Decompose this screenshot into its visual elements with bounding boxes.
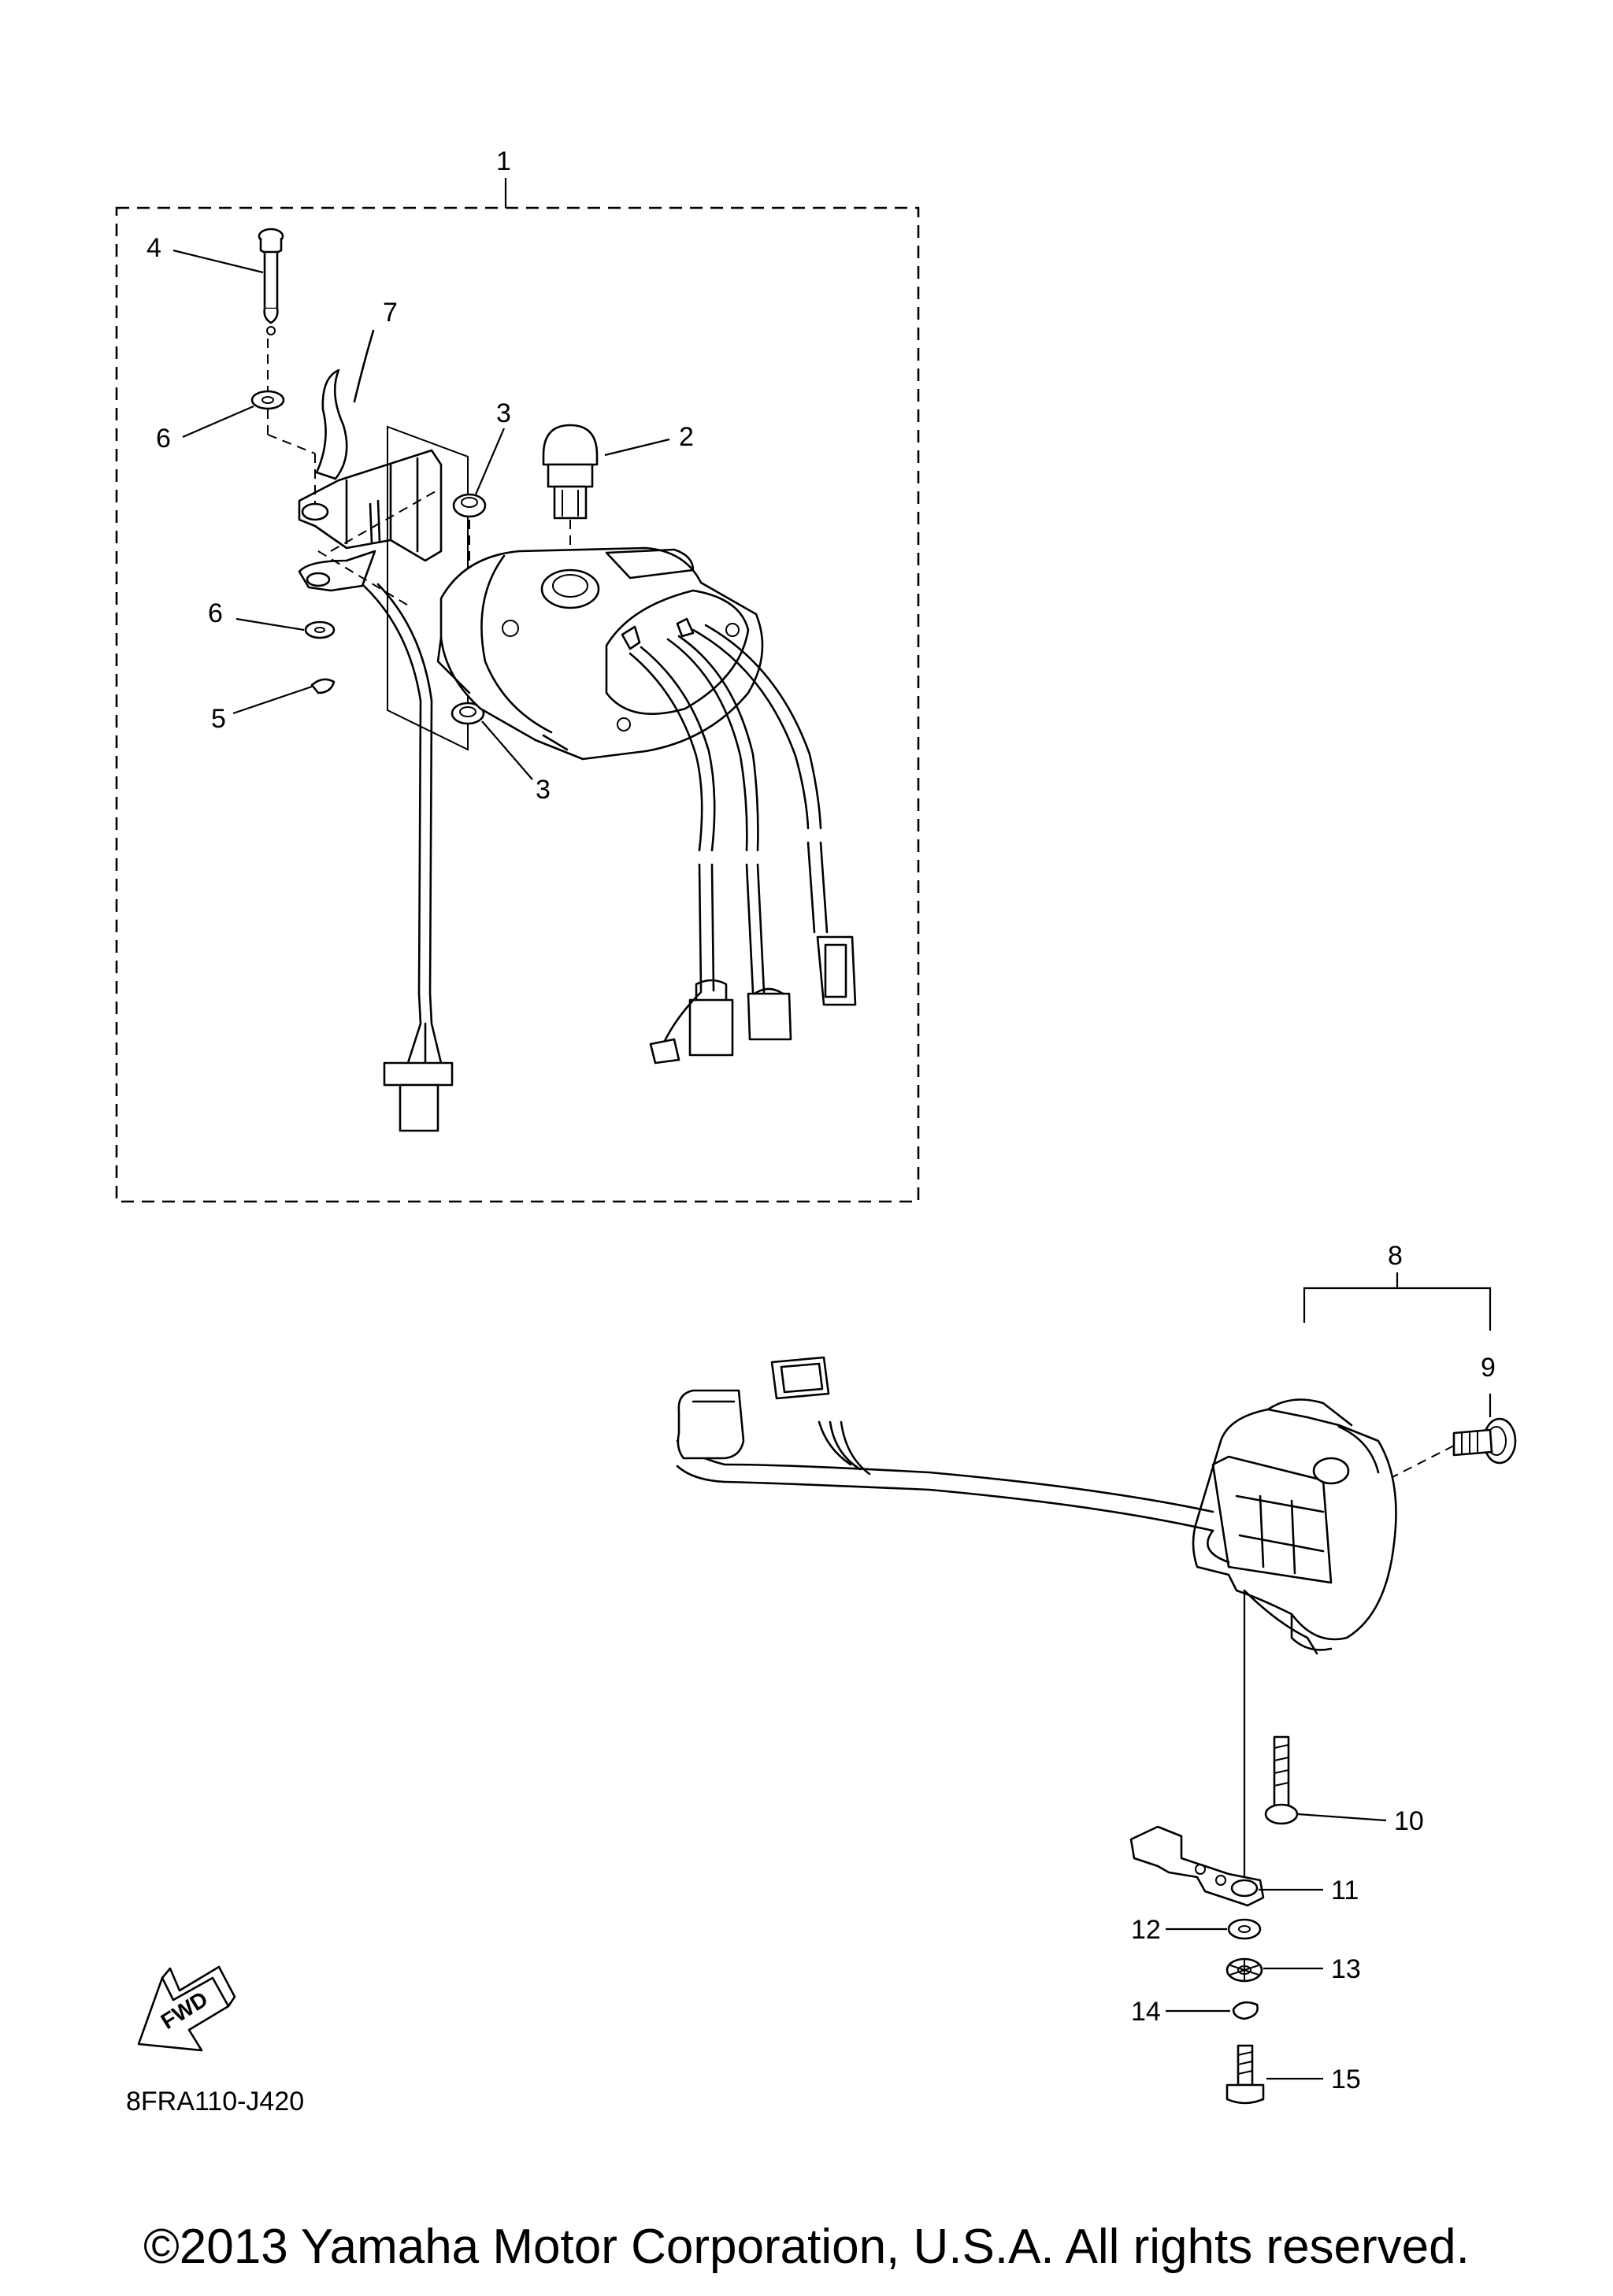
part-13-star-washer: 13 — [1226, 1954, 1361, 1984]
callout-11: 11 — [1331, 1876, 1359, 1905]
part-6-washer-lower: 6 — [208, 598, 336, 639]
callout-9: 9 — [1481, 1353, 1496, 1383]
connectors-upper — [649, 935, 857, 1065]
callout-1: 1 — [496, 146, 511, 176]
part-5-clip: 5 — [211, 678, 336, 734]
callout-3-upper: 3 — [496, 398, 511, 428]
bracket-plate — [298, 425, 469, 995]
switch-housing-lower — [1192, 1398, 1397, 1655]
callout-6-upper: 6 — [156, 424, 171, 454]
part-3-grommet-lower: 3 — [451, 702, 551, 805]
part-12-washer: 12 — [1131, 1915, 1262, 1945]
fwd-arrow-icon: FWD — [137, 1965, 236, 2052]
callout-5: 5 — [211, 704, 226, 734]
connectors-lower — [677, 1356, 830, 1460]
callout-8: 8 — [1388, 1241, 1403, 1271]
callout-3-lower: 3 — [536, 775, 551, 805]
callout-15: 15 — [1331, 2065, 1361, 2094]
connector-lower-left — [383, 992, 454, 1132]
callout-4: 4 — [146, 233, 161, 263]
diagram-code: 8FRA110-J420 — [126, 2087, 304, 2116]
assembly-1-dashed-box — [115, 206, 920, 1203]
part-9-knob — [1385, 1394, 1517, 1481]
callout-7: 7 — [383, 298, 398, 328]
callout-12: 12 — [1131, 1915, 1161, 1945]
part-3-grommet-upper: 3 — [452, 398, 511, 518]
part-7-lever: 7 — [267, 298, 443, 562]
part-6-washer-upper: 6 — [156, 339, 285, 454]
part-15-bolt: 15 — [1226, 2044, 1361, 2105]
callout-13: 13 — [1331, 1954, 1361, 1984]
wire-bundle-lower — [676, 1420, 1230, 1564]
assembly-8-group: 8 9 — [1303, 1241, 1496, 1383]
part-11-plate: 11 — [1129, 1825, 1359, 1907]
callout-6-lower: 6 — [208, 598, 223, 628]
part-14-lock-washer: 14 — [1131, 1997, 1259, 2027]
part-2-button: 2 — [542, 422, 694, 520]
callout-14: 14 — [1131, 1997, 1161, 2027]
assembly-1-group: 1 — [115, 146, 920, 1203]
callout-10: 10 — [1394, 1806, 1424, 1836]
part-10-screw: 10 — [1264, 1735, 1424, 1836]
copyright-notice: ©2013 Yamaha Motor Corporation, U.S.A. A… — [143, 2220, 1470, 2274]
wire-bundle-upper — [629, 624, 829, 994]
callout-2: 2 — [679, 422, 694, 452]
part-4-pin: 4 — [146, 228, 284, 335]
